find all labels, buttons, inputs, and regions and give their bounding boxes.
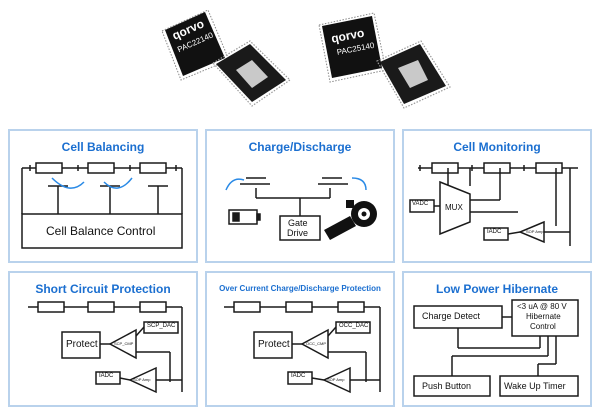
panel-title-cell-monitoring: Cell Monitoring — [453, 140, 541, 154]
panel-frame-over-current — [205, 271, 395, 407]
panel-frame-cell-balancing — [8, 129, 198, 263]
panel-frame-charge-discharge — [205, 129, 395, 263]
panel-title-charge-discharge: Charge/Discharge — [248, 140, 352, 154]
ocp-protect-label: Protect — [258, 339, 290, 350]
panel-title-short-circuit: Short Circuit Protection — [35, 282, 171, 296]
panel-frame-short-circuit — [8, 271, 198, 407]
panel-title-cell-balancing: Cell Balancing — [61, 140, 145, 154]
gate-drive-label-1: Gate — [288, 218, 308, 228]
monitor-mux-label: MUX — [445, 203, 463, 212]
scp-amp-label: SOP Amp — [133, 377, 151, 382]
panel-title-over-current: Over Current Charge/Discharge Protection — [219, 284, 381, 293]
scp-protect-label: Protect — [66, 339, 98, 350]
cell-monitoring-diagram — [409, 162, 578, 246]
hibernate-current-label: <3 uA @ 80 V — [517, 302, 567, 311]
scp-iadc-label: IADC — [99, 373, 114, 379]
ocp-cmp-label: OCC_CMP — [306, 341, 327, 346]
charge-discharge-diagram — [225, 177, 367, 241]
monitor-amp-label: SOP Amp — [526, 229, 544, 234]
wake-up-timer-label: Wake Up Timer — [504, 381, 566, 391]
ocp-dac-label: OCC_DAC — [339, 323, 369, 329]
chip-qfn-2 — [376, 40, 451, 109]
hibernate-label: Hibernate — [526, 312, 561, 321]
over-current-diagram — [224, 301, 381, 394]
hibernate-control-label: Control — [530, 322, 556, 331]
monitor-vadc-label: VADC — [412, 201, 429, 207]
monitor-iadc-label: IADC — [487, 229, 502, 235]
low-power-diagram — [413, 299, 579, 397]
cell-balance-control-label: Cell Balance Control — [46, 224, 156, 238]
ocp-amp-label: SOP Amp — [327, 377, 345, 382]
scp-cmp-label: SCP_CMP — [114, 341, 134, 346]
power-tool-icon — [324, 200, 377, 240]
short-circuit-diagram — [28, 301, 183, 394]
scp-dac-label: SCP_DAC — [147, 323, 176, 329]
cell-balancing-diagram — [21, 162, 183, 249]
ocp-iadc-label: IADC — [291, 373, 306, 379]
push-button-label: Push Button — [422, 381, 472, 391]
gate-drive-label-2: Drive — [287, 228, 309, 238]
panel-frame-low-power — [402, 271, 592, 407]
chip-qfn-1 — [212, 40, 291, 107]
panel-frame-cell-monitoring — [402, 129, 592, 263]
charge-detect-label: Charge Detect — [422, 311, 481, 321]
panel-title-low-power: Low Power Hibernate — [435, 282, 559, 296]
chip-pac22140 — [161, 9, 230, 81]
